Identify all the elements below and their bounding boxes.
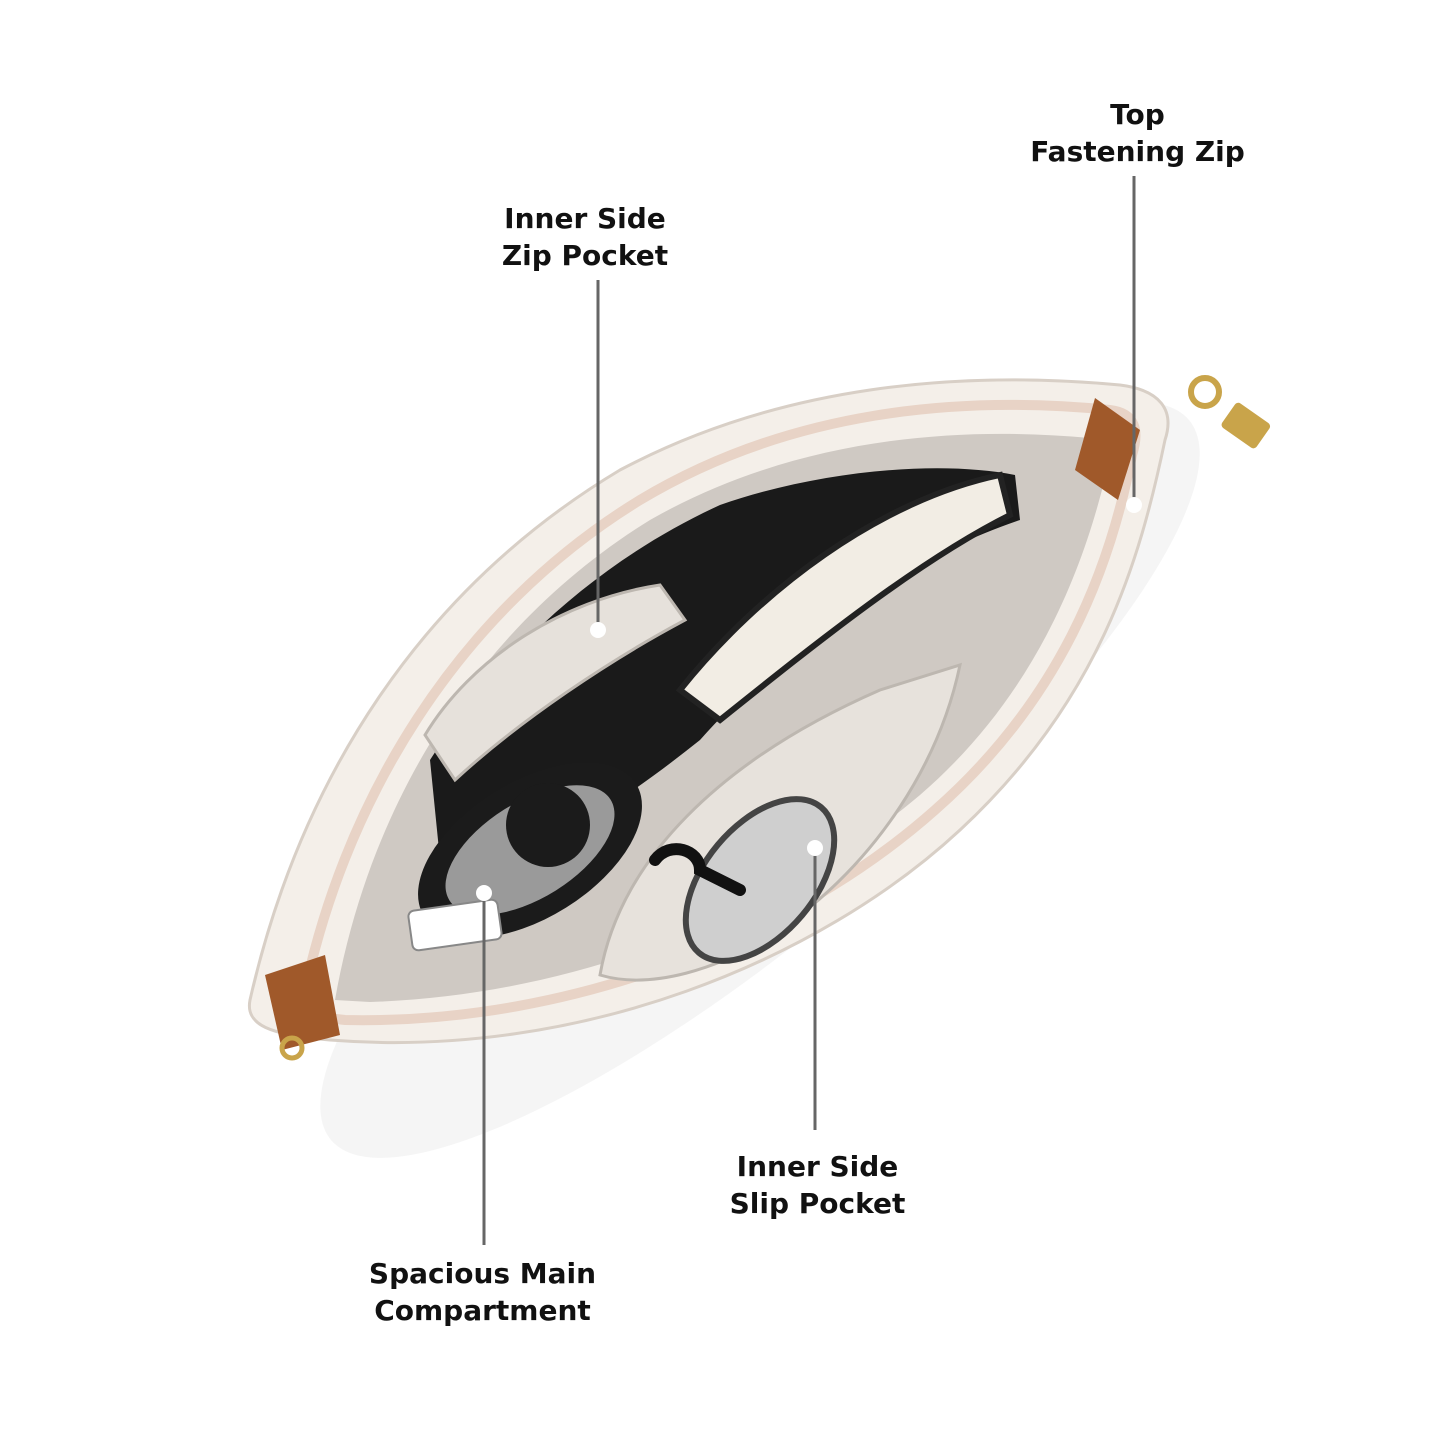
callout-line-1: Inner Side — [504, 202, 666, 235]
dot-zip-pocket — [590, 622, 606, 638]
callout-line-1: Inner Side — [736, 1150, 899, 1183]
dot-slip-pocket — [807, 840, 823, 856]
callout-inner-side-slip-pocket: Inner Side Slip Pocket — [705, 1148, 930, 1222]
sunglasses-arm — [649, 843, 746, 896]
zip-puller-icon — [1221, 402, 1271, 449]
zip-pocket-pouch — [423, 583, 688, 783]
leader-lines — [482, 176, 1136, 1245]
leader-dots — [476, 497, 1142, 901]
callout-line-2: Zip Pocket — [501, 239, 669, 272]
dot-main — [476, 885, 492, 901]
callout-line-2: Compartment — [374, 1294, 591, 1327]
dot-top-zip — [1126, 497, 1142, 513]
callout-line-2: Fastening Zip — [1030, 135, 1245, 168]
callout-line-1: Spacious Main — [368, 1257, 597, 1290]
sunglasses-lens — [682, 796, 838, 964]
compact-emblem — [506, 783, 590, 867]
leather-tab-bottom — [265, 955, 340, 1050]
notebook — [675, 471, 1014, 724]
leather-tab-top — [1075, 398, 1140, 500]
strap-ring — [279, 1035, 305, 1061]
callout-inner-side-zip-pocket: Inner Side Zip Pocket — [470, 200, 700, 274]
callout-top-fastening-zip: Top Fastening Zip — [1015, 96, 1260, 170]
zip-ring — [1188, 375, 1222, 409]
card — [407, 898, 503, 952]
callout-spacious-main-compartment: Spacious Main Compartment — [335, 1255, 630, 1329]
callout-line-2: Slip Pocket — [729, 1187, 906, 1220]
callout-line-1: Top — [1110, 98, 1165, 131]
